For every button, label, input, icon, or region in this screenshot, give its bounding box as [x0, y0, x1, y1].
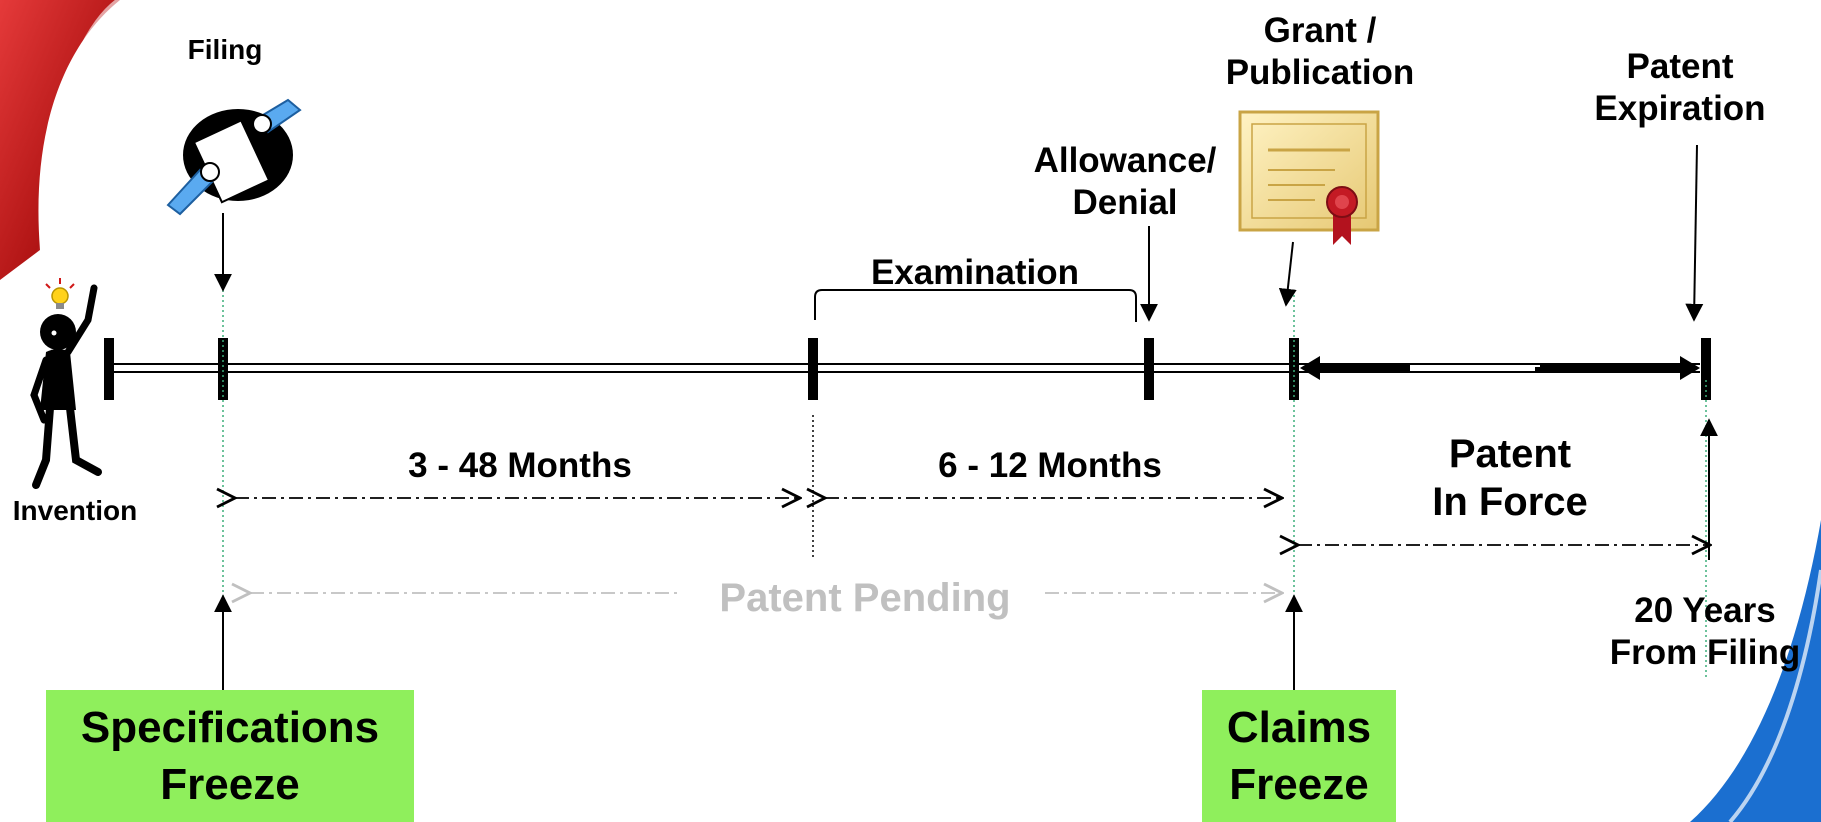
handshake-document-icon [166, 98, 302, 216]
invention-label: Invention [12, 495, 138, 526]
filing-label: Filing [187, 34, 263, 65]
patent-pending-label: Patent Pending [719, 576, 1011, 620]
tick-expiration [1701, 338, 1711, 400]
specifications-freeze-box: Specifications Freeze [46, 690, 414, 822]
tick-filing [218, 338, 228, 400]
allowance-denial-label: Allowance/ Denial [1033, 141, 1217, 222]
term-20-years-label: 20 Years From Filing [1609, 591, 1801, 672]
examination-bracket [814, 289, 1137, 322]
tick-grant [1289, 338, 1299, 400]
duration-arrows [235, 498, 1710, 593]
in-force-arrow [1300, 356, 1700, 380]
period-1-label: 3 - 48 Months [408, 446, 632, 485]
continuation-dots [1535, 367, 1627, 373]
inventor-icon [30, 284, 102, 489]
pointer-arrows [214, 144, 1718, 690]
tick-invention [104, 338, 114, 400]
timeline-axis [110, 363, 1700, 373]
claims-freeze-box: Claims Freeze [1202, 690, 1396, 822]
tick-examination-start [808, 338, 818, 400]
tick-allowance [1144, 338, 1154, 400]
grant-publication-label: Grant / Publication [1225, 11, 1415, 92]
examination-label: Examination [870, 253, 1080, 292]
swoosh-decoration [0, 0, 122, 280]
lightbulb-icon [45, 278, 75, 309]
patent-in-force-label: Patent In Force [1432, 432, 1588, 524]
patent-expiration-label: Patent Expiration [1594, 47, 1766, 128]
period-2-label: 6 - 12 Months [938, 446, 1162, 485]
certificate-icon [1238, 110, 1380, 245]
milestone-ticks [104, 338, 1711, 400]
corner-swoosh-decoration [1690, 520, 1821, 822]
